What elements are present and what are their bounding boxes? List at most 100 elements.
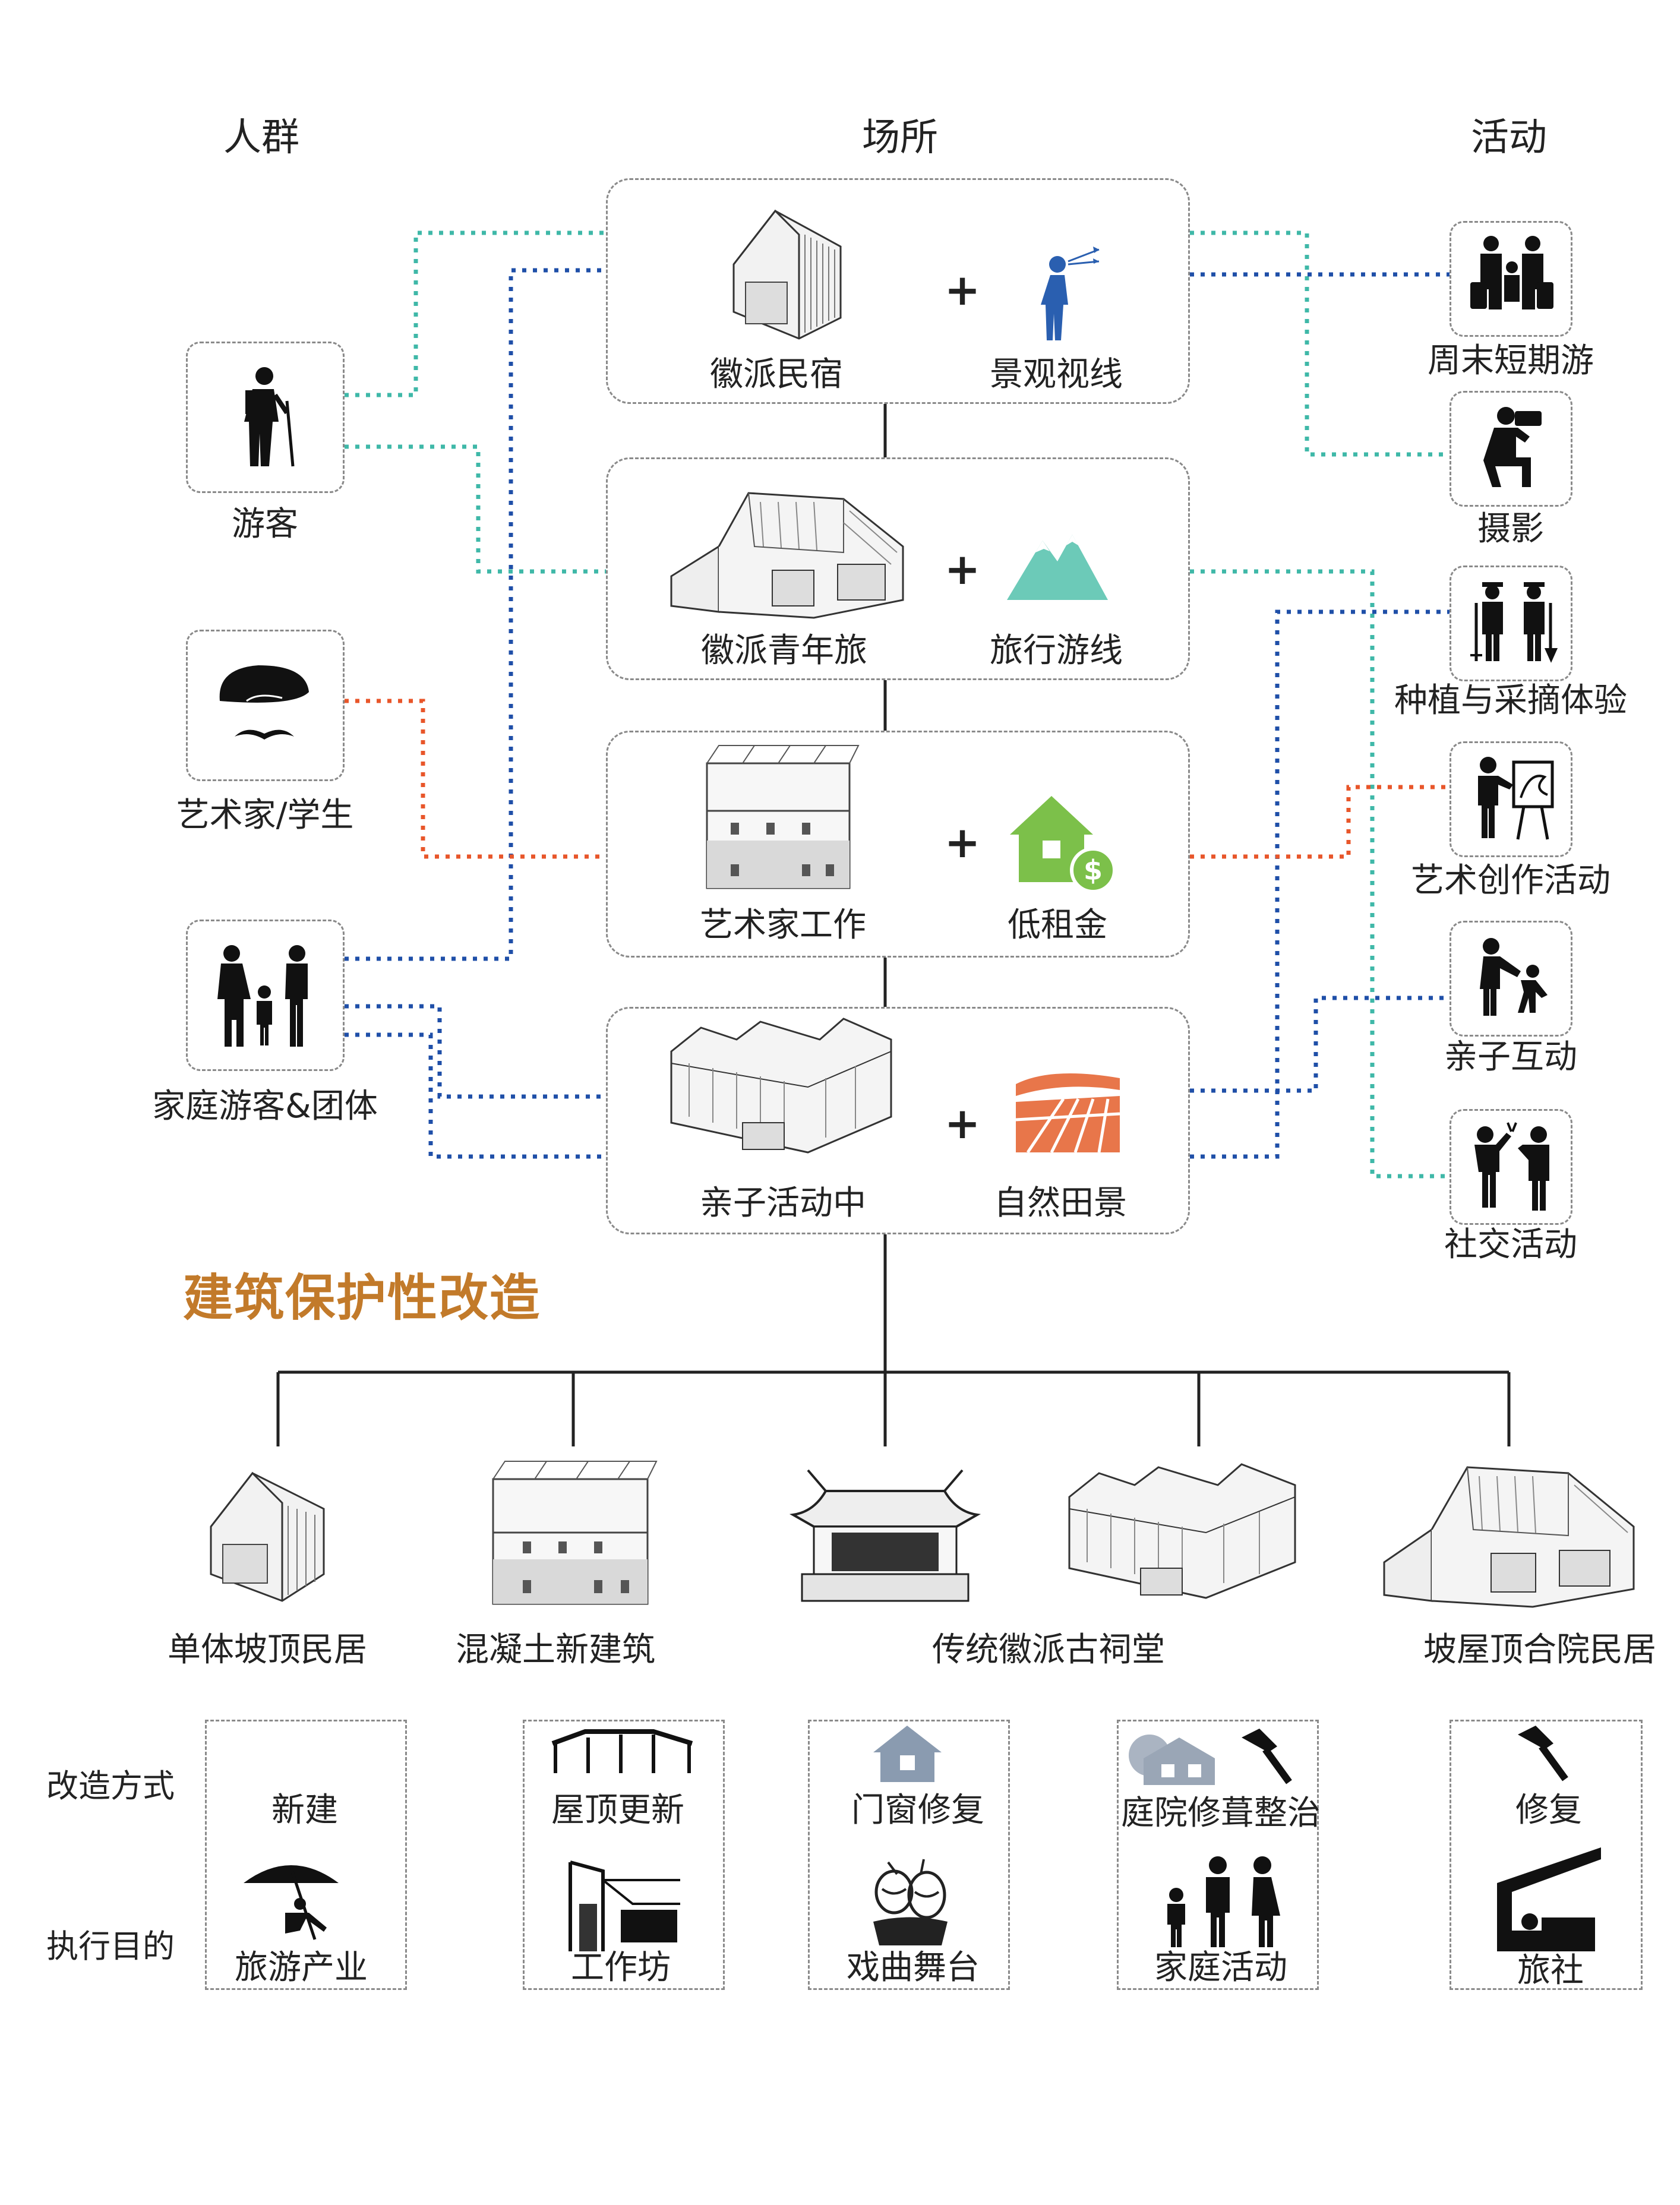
- connector-family-center-b: [345, 1032, 606, 1159]
- connector-hostel-social: [1190, 569, 1450, 1179]
- activity-card-parent: [1450, 921, 1572, 1037]
- place-building-label-1: 徽派民宿: [710, 355, 843, 394]
- connector-family-center-a: [345, 1004, 606, 1099]
- plus-sign: +: [944, 544, 981, 594]
- ancestral-hall-sketch-icon: [789, 1469, 981, 1602]
- connector-center-parent: [1190, 996, 1450, 1093]
- activity-label-photo: 摄影: [1477, 510, 1544, 548]
- place-building-label-2: 徽派青年旅: [701, 631, 867, 670]
- hammer-icon: [1242, 1729, 1292, 1784]
- courtyard-repair-icon: [1129, 1735, 1215, 1785]
- pitched-house-sketch-icon: [210, 1471, 325, 1602]
- connector-homestay-photo: [1190, 230, 1450, 457]
- connector-center-farm: [1190, 609, 1450, 1159]
- method-label-4: 庭院修葺整治: [1121, 1794, 1321, 1833]
- connector-tourist-hostel: [345, 444, 606, 574]
- purpose-label-3: 戏曲舞台: [847, 1948, 980, 1987]
- plus-sign: +: [944, 1098, 981, 1148]
- window-house-icon: [873, 1726, 942, 1782]
- hammer-icon: [1518, 1726, 1568, 1781]
- purpose-label-4: 家庭活动: [1154, 1948, 1287, 1987]
- purpose-label-2: 工作坊: [571, 1948, 671, 1987]
- method-label-1: 新建: [271, 1791, 338, 1830]
- method-label-3: 门窗修复: [851, 1791, 984, 1830]
- parent-child-icon: [1480, 938, 1548, 1016]
- roof-frame-icon: [551, 1729, 693, 1773]
- place-building-label-3: 艺术家工作: [700, 906, 866, 944]
- person-label-artist: 艺术家/学生: [176, 796, 354, 835]
- tourist-card: [186, 342, 345, 493]
- purpose-label-5: 旅社: [1517, 1951, 1584, 1990]
- workshop-structure-icon: [569, 1860, 680, 1951]
- field-landscape-icon: [1015, 1073, 1120, 1154]
- building-type-2: 混凝土新建筑: [456, 1631, 655, 1669]
- activity-label-social: 社交活动: [1444, 1225, 1577, 1264]
- homestay-sketch-icon: [732, 209, 842, 340]
- beach-umbrella-icon: [244, 1865, 339, 1940]
- activity-card-weekend: [1450, 221, 1572, 337]
- artist-beret-icon: [219, 665, 309, 740]
- place-feature-label-1: 景观视线: [990, 355, 1123, 394]
- plus-sign: +: [944, 265, 981, 315]
- renovation-box-4: [1117, 1720, 1319, 1990]
- building-type-3: 传统徽派古祠堂: [932, 1631, 1165, 1669]
- place-box-homestay: [606, 178, 1190, 404]
- concrete-building-sketch-icon: [492, 1461, 658, 1605]
- farmers-icon: [1470, 582, 1558, 663]
- column-header-places: 场所: [862, 116, 938, 160]
- building-type-1: 单体坡顶民居: [168, 1631, 367, 1669]
- place-feature-label-3: 低租金: [1008, 906, 1107, 944]
- activity-card-social: [1450, 1109, 1572, 1225]
- house-dollar-icon: $: [1010, 796, 1116, 893]
- family-card: [186, 920, 345, 1071]
- place-feature-label-4: 自然田景: [994, 1184, 1127, 1222]
- artist-card: [186, 630, 345, 781]
- renovation-box-1: [205, 1720, 407, 1990]
- connector-studio-art: [1190, 785, 1450, 859]
- activity-label-parent: 亲子互动: [1444, 1038, 1577, 1076]
- travel-group-icon: [1470, 236, 1553, 309]
- column-header-people: 人群: [223, 116, 299, 160]
- huizhou-hall-sketch-icon: [1068, 1463, 1296, 1599]
- place-building-label-4: 亲子活动中: [700, 1184, 866, 1222]
- courtyard-house-sketch-icon: [1383, 1466, 1635, 1608]
- person-label-family: 家庭游客&团体: [152, 1087, 378, 1126]
- mountain-icon: [1007, 535, 1108, 600]
- plus-sign: +: [944, 817, 981, 867]
- place-box-studio: [606, 731, 1190, 958]
- activity-label-farm: 种植与采摘体验: [1394, 681, 1627, 720]
- family-icon: [217, 945, 308, 1047]
- place-box-family-center: [606, 1007, 1190, 1234]
- column-header-activities: 活动: [1471, 116, 1547, 160]
- activity-card-photo: [1450, 391, 1572, 507]
- activity-label-art: 艺术创作活动: [1411, 861, 1610, 900]
- studio-building-sketch-icon: [706, 745, 860, 889]
- renovation-box-3: [808, 1720, 1010, 1990]
- row-label-method: 改造方式: [46, 1767, 175, 1805]
- person-label-tourist: 游客: [232, 505, 298, 544]
- family-center-sketch-icon: [670, 1018, 892, 1154]
- photographer-icon: [1483, 407, 1542, 487]
- method-label-5: 修复: [1515, 1791, 1582, 1830]
- renovation-box-5: [1450, 1720, 1643, 1990]
- viewpoint-person-icon: [1041, 247, 1100, 340]
- connector-artist-studio: [345, 699, 606, 859]
- connector-tourist-homestay: [345, 230, 606, 397]
- section-title: 建筑保护性改造: [183, 1269, 541, 1327]
- family-activity-icon: [1167, 1856, 1280, 1947]
- hostel-courtyard-sketch-icon: [670, 492, 904, 619]
- activity-card-art: [1450, 741, 1572, 857]
- place-box-hostel: [606, 457, 1190, 680]
- svg-text:$: $: [1084, 854, 1103, 886]
- place-feature-label-2: 旅行游线: [990, 631, 1123, 670]
- activity-card-farm: [1450, 566, 1572, 681]
- hiker-icon: [244, 367, 295, 467]
- building-type-4: 坡屋顶合院民居: [1423, 1631, 1656, 1669]
- method-label-2: 屋顶更新: [551, 1791, 684, 1830]
- opera-stage-icon: [873, 1859, 948, 1945]
- purpose-label-1: 旅游产业: [235, 1948, 368, 1987]
- toast-icon: [1474, 1122, 1549, 1211]
- hostel-bed-icon: [1497, 1847, 1601, 1951]
